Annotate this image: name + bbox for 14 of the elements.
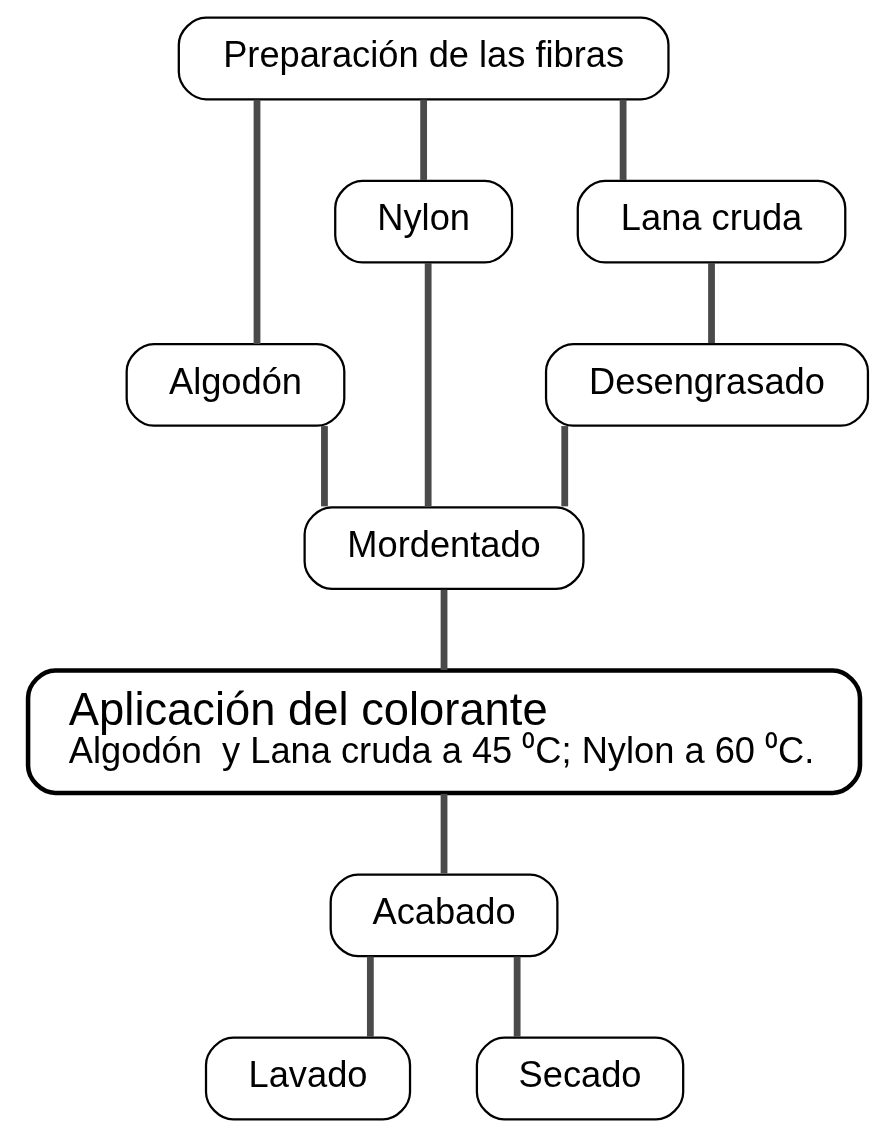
connector — [321, 426, 328, 507]
node-box: Lana cruda — [576, 179, 847, 264]
node-box: Secado — [475, 1036, 685, 1121]
node-box: Lavado — [204, 1036, 412, 1121]
node-box: Aplicación del colorante Algodón y Lana cruda a 45 ⁰C; Nylon a 60 ⁰C. — [25, 668, 863, 796]
node-box: Nylon — [334, 179, 514, 264]
node-box: Preparación de las fibras — [177, 16, 670, 101]
connector — [561, 426, 569, 507]
connector — [708, 262, 715, 344]
node-box: Desengrasado — [544, 342, 870, 427]
node-box: Acabado — [329, 873, 559, 958]
connector — [440, 793, 448, 874]
node-box: Algodón — [125, 342, 346, 427]
node-box: Mordentado — [303, 506, 585, 591]
